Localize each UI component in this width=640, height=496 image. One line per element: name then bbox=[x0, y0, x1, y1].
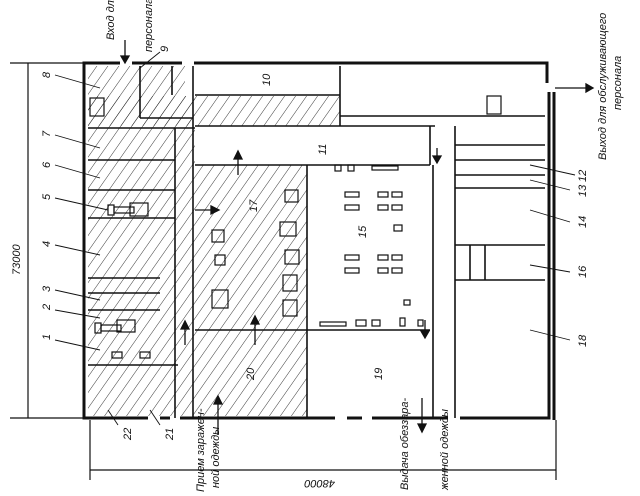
room-number-1: 1 bbox=[41, 334, 53, 340]
room-number-13: 13 bbox=[577, 184, 589, 197]
flow-arrows bbox=[119, 40, 595, 435]
annotations: Вход для обслуживающего персонала Выход … bbox=[11, 0, 624, 492]
exit-staff-label-l1: Выход для обслуживающего bbox=[597, 13, 609, 160]
room-number-5: 5 bbox=[41, 193, 53, 200]
room-number-6: 6 bbox=[41, 161, 53, 168]
room-number-16: 16 bbox=[577, 265, 589, 278]
room-number-14: 14 bbox=[577, 216, 589, 228]
room-number-8: 8 bbox=[41, 71, 53, 78]
room-number-15: 15 bbox=[357, 225, 369, 238]
entrance-staff-label-line1: Вход для обслуживающего bbox=[105, 0, 117, 40]
height-dimension: 73000 bbox=[11, 244, 23, 275]
room-number-21: 21 bbox=[164, 428, 176, 441]
issue-label-line1: Выдача обеззара- bbox=[399, 397, 411, 490]
room-number-17: 17 bbox=[248, 199, 260, 212]
room-number-19: 19 bbox=[373, 368, 385, 380]
intake-label-line1: Прием заражен- bbox=[195, 408, 207, 492]
room-number-7: 7 bbox=[41, 130, 53, 137]
room-number-3: 3 bbox=[41, 285, 53, 292]
entrance-staff-label-line2: персонала bbox=[143, 0, 155, 52]
room-number-11: 11 bbox=[317, 144, 329, 155]
room-number-10: 10 bbox=[261, 73, 273, 86]
intake-label-line2: ной одежды bbox=[210, 427, 222, 488]
room-number-12: 12 bbox=[577, 170, 589, 182]
room-number-4: 4 bbox=[41, 241, 53, 247]
room-number-18: 18 bbox=[577, 334, 589, 347]
room-numbers: 1 2 3 4 5 6 7 8 9 10 11 12 13 14 15 16 1… bbox=[41, 46, 589, 441]
room-number-22: 22 bbox=[122, 428, 134, 441]
interior-partitions bbox=[88, 66, 545, 418]
outer-walls bbox=[82, 61, 556, 420]
leader-lines bbox=[54, 51, 576, 426]
dimension-lines bbox=[10, 62, 557, 480]
exit-staff-label-l2: персонала bbox=[612, 56, 624, 110]
width-dimension: 48000 bbox=[304, 477, 335, 489]
equipment bbox=[89, 95, 502, 359]
room-number-2: 2 bbox=[41, 304, 53, 311]
room-number-9: 9 bbox=[159, 46, 171, 52]
contaminated-zone-hatching bbox=[88, 66, 340, 416]
room-number-20: 20 bbox=[245, 367, 257, 381]
issue-label-line2: женной одежды bbox=[439, 409, 451, 491]
